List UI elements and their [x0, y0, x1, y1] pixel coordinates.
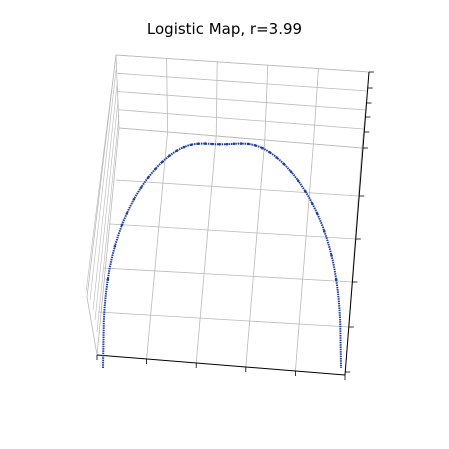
x-axis-line: [96, 354, 346, 376]
data-points: [102, 142, 342, 369]
grid-line: [195, 135, 217, 364]
grid-line: [117, 91, 366, 111]
grid-line: [96, 114, 120, 333]
grid-line: [92, 84, 118, 311]
data-trace: [102, 142, 342, 369]
grid-line: [146, 131, 168, 360]
axis-ticks: [96, 71, 374, 380]
grid-line: [118, 127, 363, 149]
z-axis-line: [344, 71, 370, 376]
grid-line: [166, 58, 168, 133]
grid-line: [116, 72, 368, 92]
grid-line: [245, 139, 266, 368]
grid-line: [96, 127, 120, 356]
grid-line: [89, 69, 117, 301]
grid-line: [115, 179, 359, 197]
grid-line: [85, 54, 117, 293]
pane-edge: [86, 296, 98, 356]
grid-line: [215, 61, 218, 137]
axis-grid: [85, 54, 370, 376]
grid-line: [115, 54, 370, 73]
grid-line: [115, 54, 120, 129]
grid-line: [313, 68, 319, 145]
grid-line: [103, 267, 354, 283]
grid-line: [109, 223, 357, 240]
grid-line: [264, 65, 269, 141]
grid-line: [118, 109, 364, 130]
grid-line: [295, 143, 314, 372]
grid-line: [97, 311, 350, 328]
grid-line: [94, 99, 119, 321]
chart-title: Logistic Map, r=3.99: [146, 20, 303, 38]
